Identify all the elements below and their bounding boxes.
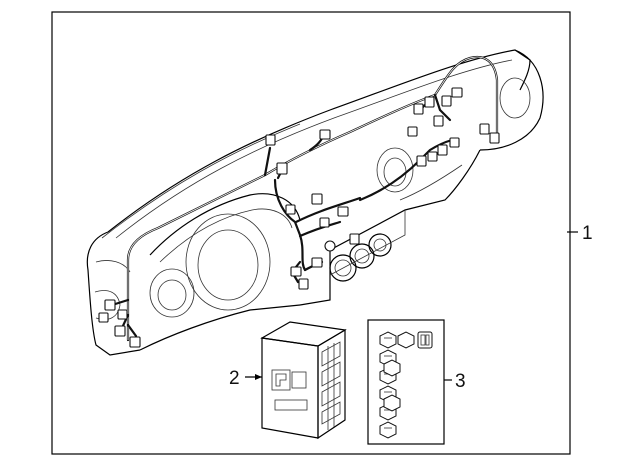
dashboard-panel <box>86 49 544 356</box>
callout-2: 2 <box>229 368 240 389</box>
callout-1: 1 <box>582 223 593 244</box>
diagram-frame <box>51 11 571 455</box>
harness-connectors <box>98 87 500 348</box>
callout-leaders <box>245 231 578 381</box>
fuse-icons <box>379 331 433 439</box>
junction-block <box>260 321 347 440</box>
wiring-harness <box>110 55 499 342</box>
callout-3: 3 <box>455 371 466 392</box>
